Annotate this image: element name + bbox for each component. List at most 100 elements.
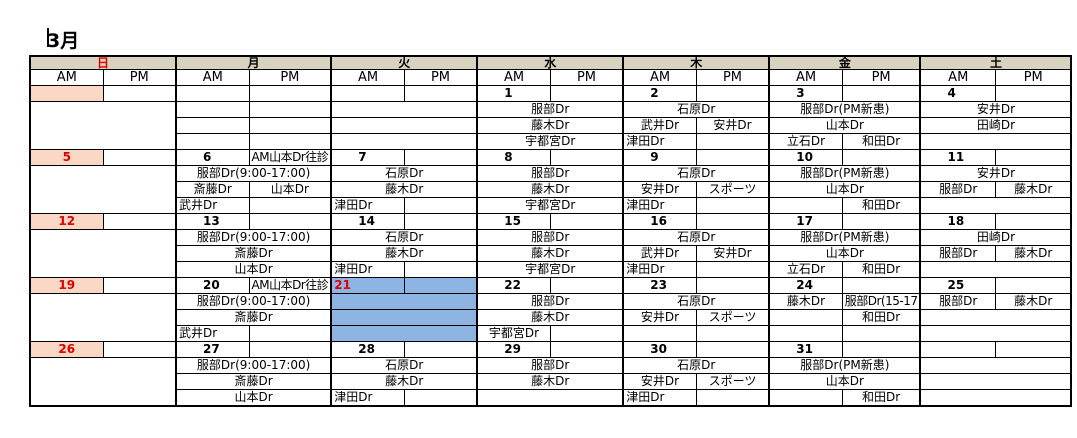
empty-cell bbox=[330, 293, 478, 310]
empty-am bbox=[768, 325, 843, 342]
date-number: 16 bbox=[622, 213, 697, 230]
empty-am bbox=[768, 389, 843, 407]
date-number: 14 bbox=[330, 213, 405, 230]
empty-pm bbox=[695, 261, 770, 278]
weekday-header: 土 bbox=[919, 56, 1072, 70]
staff-am: 武井Dr bbox=[175, 325, 250, 342]
date-number: 25 bbox=[919, 277, 996, 294]
date-pm-cell bbox=[549, 213, 624, 230]
staff-am: 津田Dr bbox=[622, 389, 697, 407]
staff-am: 斎藤Dr bbox=[175, 181, 250, 198]
date-pm-cell bbox=[102, 213, 177, 230]
date-number bbox=[330, 85, 405, 102]
staff-entry: 石原Dr bbox=[622, 357, 770, 374]
date-pm-cell bbox=[695, 341, 770, 358]
date-number: 27 bbox=[175, 341, 250, 358]
date-number: 13 bbox=[175, 213, 250, 230]
date-pm-cell bbox=[248, 341, 332, 358]
staff-entry: 石原Dr bbox=[330, 357, 478, 374]
empty-pm bbox=[695, 325, 770, 342]
empty-cell bbox=[919, 373, 1072, 390]
sunday-date bbox=[29, 85, 104, 102]
staff-entry: 藤木Dr bbox=[476, 117, 624, 134]
am-label: AM bbox=[768, 69, 843, 86]
sunday-empty bbox=[29, 261, 177, 278]
sunday-empty bbox=[29, 309, 177, 326]
empty-am bbox=[622, 325, 697, 342]
staff-entry: 山本Dr bbox=[768, 245, 921, 262]
am-label: AM bbox=[622, 69, 697, 86]
empty-cell bbox=[330, 325, 478, 342]
staff-entry: 安井Dr bbox=[919, 101, 1072, 118]
date-number: 1 bbox=[476, 85, 551, 102]
page-title: 3月 bbox=[47, 30, 80, 52]
date-number: 2 bbox=[622, 85, 697, 102]
staff-entry: 服部Dr(PM新患) bbox=[768, 229, 921, 246]
staff-entry: 斎藤Dr bbox=[174, 373, 332, 390]
staff-entry: 服部Dr(PM新患) bbox=[768, 165, 921, 182]
empty-cell bbox=[919, 197, 1072, 214]
date-number: 24 bbox=[768, 277, 843, 294]
sunday-empty bbox=[29, 357, 177, 374]
am-label: AM bbox=[29, 69, 104, 86]
staff-pm: 和田Dr bbox=[841, 197, 921, 214]
staff-entry: 石原Dr bbox=[330, 229, 478, 246]
empty-am bbox=[175, 101, 250, 118]
staff-am: 武井Dr bbox=[622, 117, 697, 134]
staff-entry: 藤木Dr bbox=[476, 245, 624, 262]
staff-pm: スポーツ bbox=[695, 181, 770, 198]
empty-pm bbox=[403, 389, 478, 407]
staff-entry: 宇都宮Dr bbox=[476, 261, 624, 278]
staff-am: 津田Dr bbox=[622, 197, 697, 214]
pm-label: PM bbox=[841, 69, 921, 86]
staff-am: 立石Dr bbox=[768, 133, 843, 150]
date-number: 15 bbox=[476, 213, 551, 230]
date-pm-cell bbox=[695, 277, 770, 294]
staff-entry: 山本Dr bbox=[768, 117, 921, 134]
date-number: 20 bbox=[175, 277, 250, 294]
date-pm-cell bbox=[102, 341, 177, 358]
date-pm-cell bbox=[994, 341, 1072, 358]
date-pm-cell bbox=[102, 277, 177, 294]
staff-am: 服部Dr bbox=[919, 181, 996, 198]
staff-entry: 石原Dr bbox=[622, 229, 770, 246]
staff-am: 安井Dr bbox=[622, 181, 697, 198]
empty-cell bbox=[919, 261, 1072, 278]
empty-pm bbox=[248, 133, 332, 150]
staff-am: 津田Dr bbox=[330, 197, 405, 214]
date-pm-cell bbox=[549, 341, 624, 358]
staff-entry: 藤木Dr bbox=[476, 373, 624, 390]
staff-pm: 藤木Dr bbox=[994, 293, 1072, 310]
staff-am: 宇都宮Dr bbox=[476, 325, 551, 342]
pm-label: PM bbox=[549, 69, 624, 86]
date-pm-cell bbox=[549, 277, 624, 294]
empty-cell bbox=[919, 357, 1072, 374]
staff-entry: 服部Dr bbox=[476, 165, 624, 182]
staff-entry: 服部Dr bbox=[476, 229, 624, 246]
staff-entry: 石原Dr bbox=[622, 101, 770, 118]
empty-am bbox=[175, 117, 250, 134]
staff-am: 津田Dr bbox=[622, 133, 697, 150]
date-number: 28 bbox=[330, 341, 405, 358]
sunday-empty bbox=[29, 245, 177, 262]
staff-pm: 藤木Dr bbox=[994, 245, 1072, 262]
date-number: 8 bbox=[476, 149, 551, 166]
date-number: 7 bbox=[330, 149, 405, 166]
weekday-header: 水 bbox=[476, 56, 624, 70]
title-cursor bbox=[47, 28, 49, 47]
empty-cell bbox=[330, 101, 478, 118]
sunday-empty bbox=[29, 373, 177, 390]
date-pm-cell bbox=[403, 341, 478, 358]
staff-entry: 宇都宮Dr bbox=[476, 197, 624, 214]
staff-am: 服部Dr bbox=[919, 245, 996, 262]
date-number: 18 bbox=[919, 213, 996, 230]
staff-entry: 服部Dr bbox=[476, 293, 624, 310]
empty-pm bbox=[549, 325, 624, 342]
staff-entry: 山本Dr bbox=[768, 181, 921, 198]
date-pm-cell bbox=[695, 149, 770, 166]
staff-entry: 山本Dr bbox=[174, 261, 332, 278]
staff-pm: 安井Dr bbox=[695, 117, 770, 134]
pm-label: PM bbox=[102, 69, 177, 86]
staff-entry: 石原Dr bbox=[622, 165, 770, 182]
